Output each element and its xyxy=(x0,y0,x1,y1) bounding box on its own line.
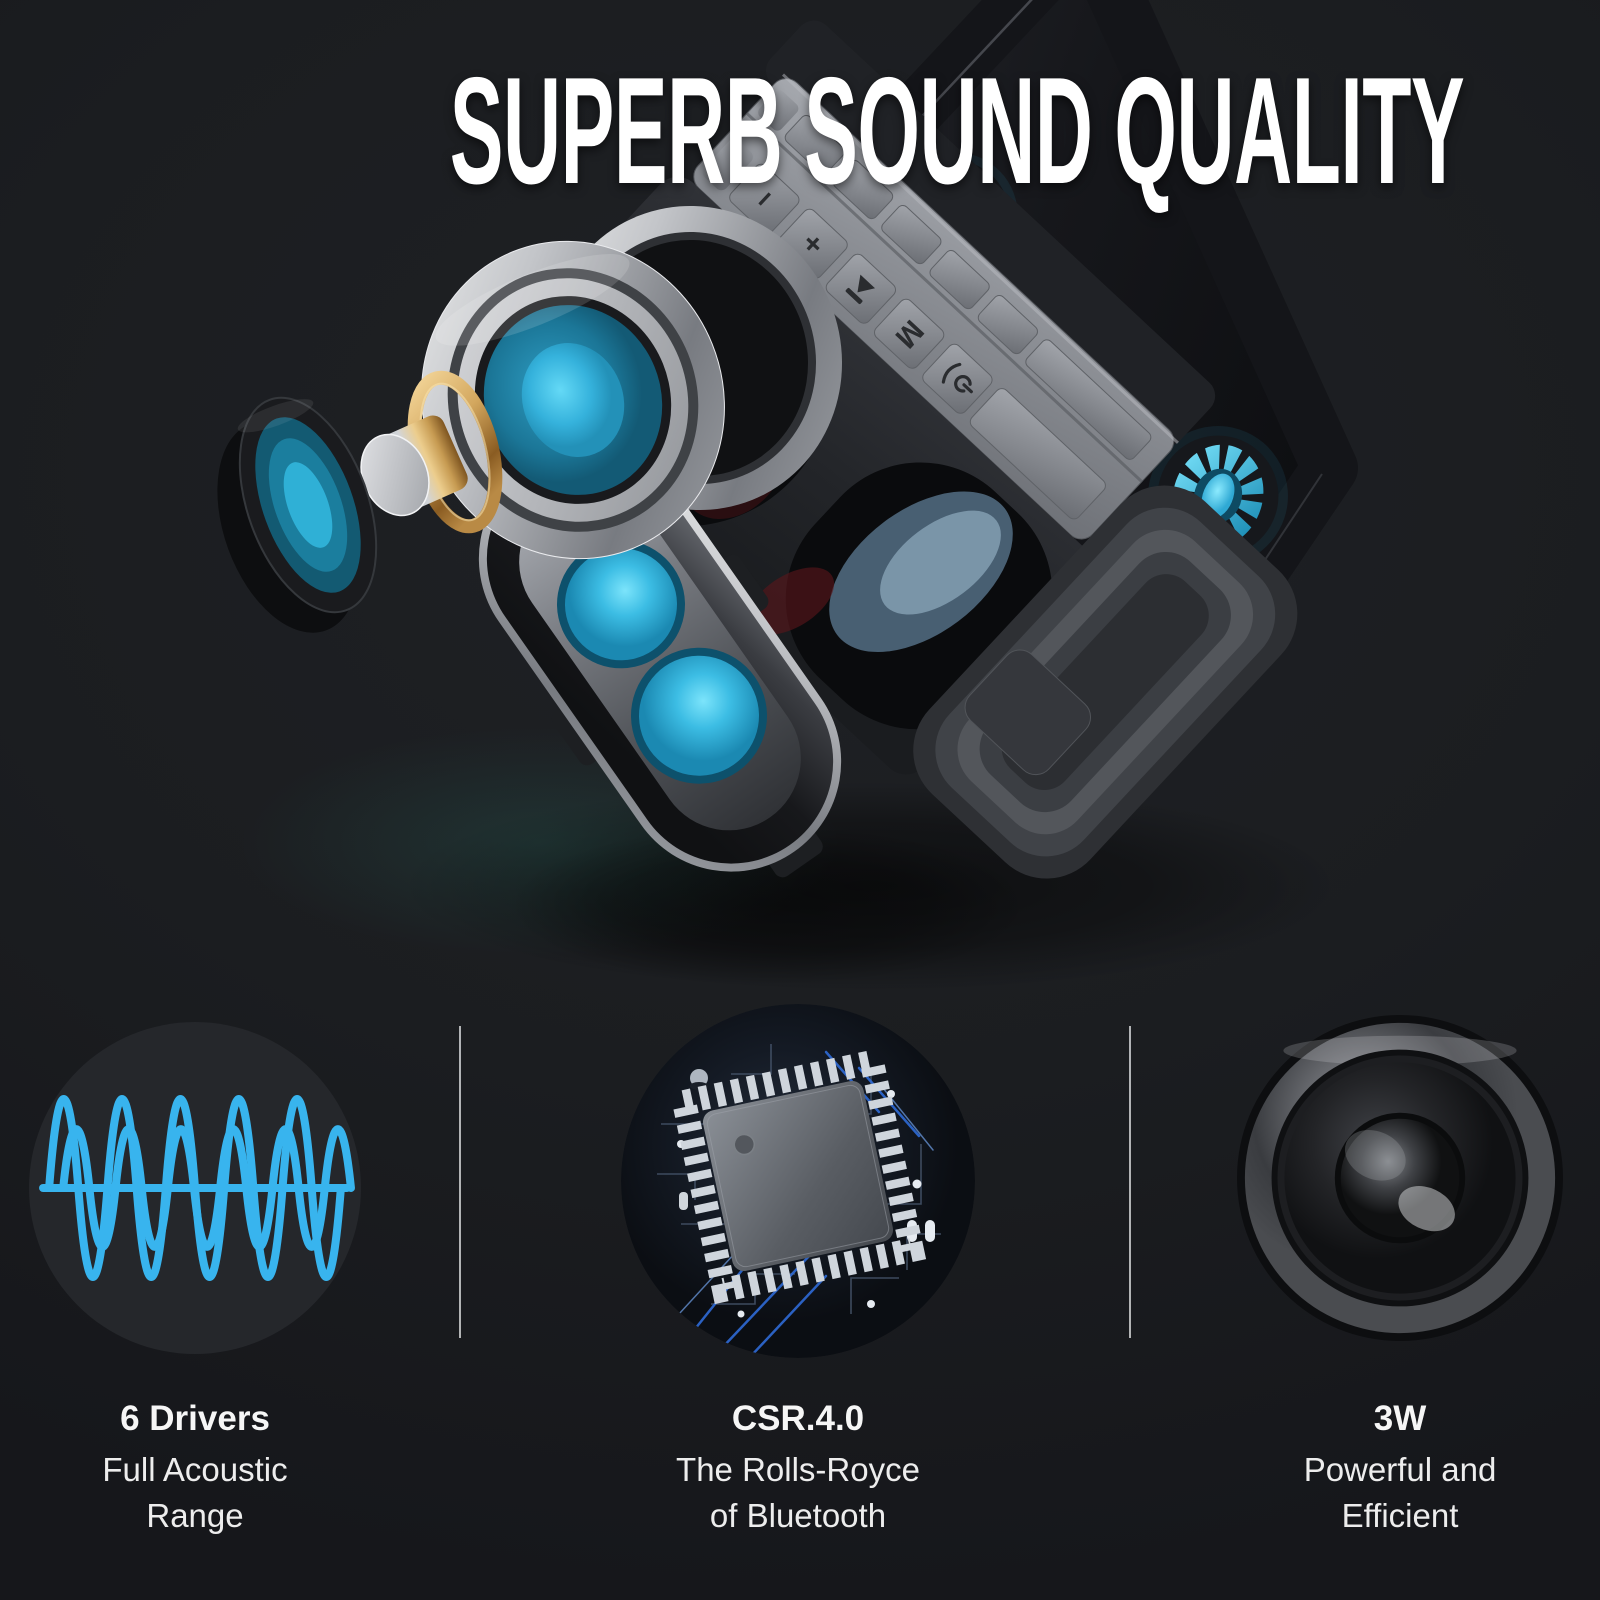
divider xyxy=(459,1026,461,1338)
feature-description: Full Acoustic Range xyxy=(102,1451,288,1534)
phone-power-icon xyxy=(941,362,973,394)
rubber-foot xyxy=(964,649,1092,776)
feature-card-drivers: 6 Drivers Full Acoustic Range xyxy=(15,1004,375,1538)
exploded-speaker-illustration: − + M xyxy=(217,0,1340,991)
feature-description: Powerful and Efficient xyxy=(1303,1451,1497,1534)
feature-description: The Rolls-Royce of Bluetooth xyxy=(676,1451,920,1534)
feature-heading: 3W xyxy=(1373,1399,1427,1438)
speaker-body: − + M xyxy=(485,20,1298,879)
mode-key xyxy=(874,298,945,369)
feature-heading: CSR.4.0 xyxy=(731,1399,865,1438)
control-strip: − + M xyxy=(693,73,1179,540)
bluetooth-chip-icon xyxy=(621,1004,975,1363)
floor-shadow-2 xyxy=(510,825,1030,985)
feature-card-chipset: CSR.4.0 The Rolls-Royce of Bluetooth xyxy=(618,1004,978,1538)
woofer-driver xyxy=(421,240,725,560)
magnet xyxy=(360,415,468,517)
divider xyxy=(1129,1026,1131,1338)
volume-down-key xyxy=(729,163,800,234)
page-title: SUPERB SOUND QUALITY xyxy=(449,46,1465,216)
speaker-driver-icon xyxy=(1237,1004,1563,1346)
midrange-driver xyxy=(217,396,378,633)
feature-card-power: 3W Powerful and Efficient xyxy=(1220,1004,1580,1538)
feature-heading: 6 Drivers xyxy=(120,1399,270,1438)
sound-wave-icon xyxy=(29,1004,361,1359)
play-pause-icon xyxy=(845,274,876,305)
